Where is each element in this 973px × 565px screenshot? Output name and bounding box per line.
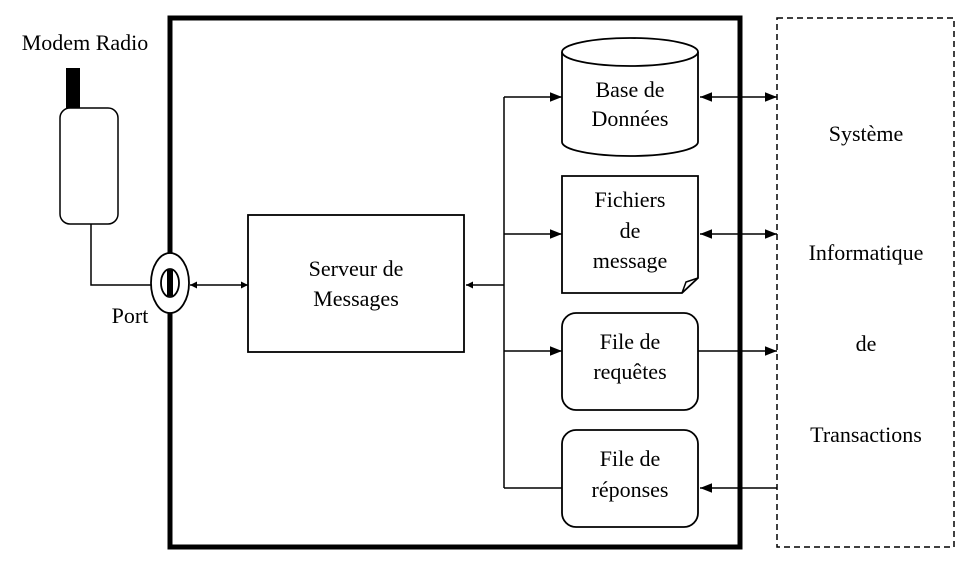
transaction-system-label-line2: Informatique — [809, 240, 924, 265]
modem-cable — [90, 224, 152, 286]
response-queue-label-line2: réponses — [592, 477, 669, 502]
message-files-label-line1: Fichiers — [595, 187, 666, 212]
database-cylinder-top — [561, 37, 699, 67]
request-queue-label-line1: File de — [600, 329, 661, 354]
transaction-system-box — [776, 17, 955, 548]
response-queue-box — [561, 429, 699, 528]
modem-body — [59, 107, 119, 225]
message-files-document — [561, 175, 699, 294]
message-files-label-line3: message — [593, 248, 668, 273]
modem-label: Modem Radio — [22, 30, 149, 55]
request-queue-box — [561, 312, 699, 411]
message-server-box — [247, 214, 465, 353]
message-files-label-line2: de — [620, 218, 641, 243]
port-connector-pin — [167, 270, 173, 296]
message-server-label-line2: Messages — [313, 286, 399, 311]
request-queue-label-line2: requêtes — [593, 359, 666, 384]
transaction-system-label-line4: Transactions — [810, 422, 922, 447]
database-cylinder — [561, 52, 699, 157]
database-label-line2: Données — [592, 106, 669, 131]
response-queue-label-line1: File de — [600, 446, 661, 471]
modem-antenna — [66, 68, 80, 110]
message-files-folded-corner — [681, 277, 699, 294]
message-server-label-line1: Serveur de — [309, 256, 404, 281]
transaction-system-label-line1: Système — [829, 121, 904, 146]
port-label: Port — [112, 303, 149, 328]
transaction-system-label-line3: de — [856, 331, 877, 356]
database-label-line1: Base de — [595, 77, 664, 102]
